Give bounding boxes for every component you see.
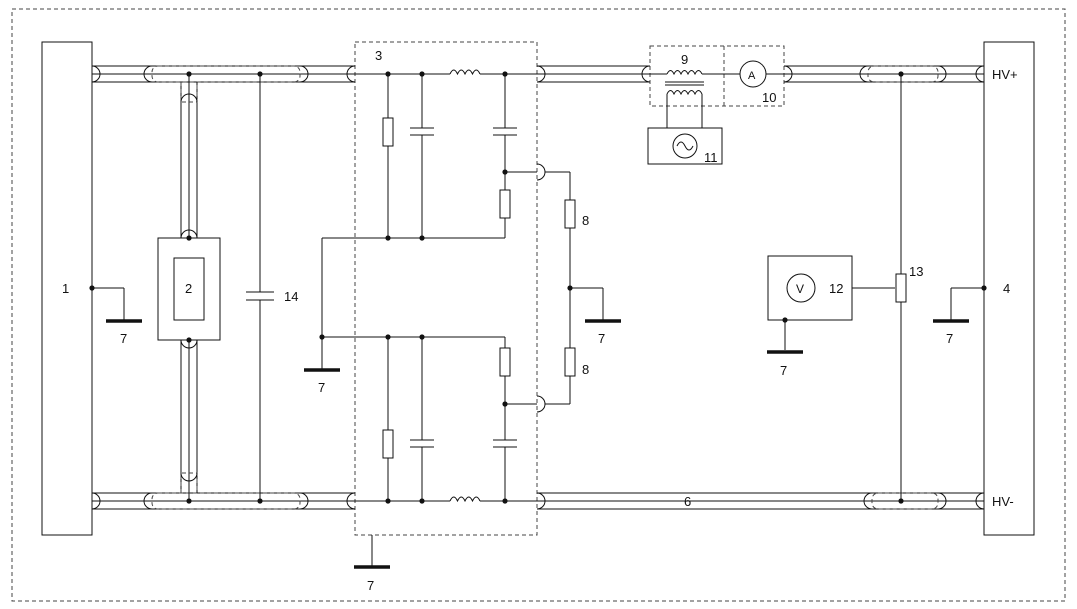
label-12: 12 xyxy=(829,281,843,296)
label-2: 2 xyxy=(185,281,192,296)
source-block xyxy=(41,41,93,536)
label-7-b: 7 xyxy=(318,380,325,395)
label-7-d: 7 xyxy=(780,363,787,378)
connectors xyxy=(91,65,985,510)
filter-enclosure xyxy=(354,41,538,536)
label-8-b: 8 xyxy=(582,362,589,377)
label-13: 13 xyxy=(909,264,923,279)
label-hv-plus: HV+ xyxy=(992,67,1018,82)
capacitor-14 xyxy=(246,71,274,504)
ammeter-symbol: A xyxy=(748,70,756,82)
label-1: 1 xyxy=(62,281,69,296)
outer-frame xyxy=(11,8,1066,602)
label-14: 14 xyxy=(284,289,298,304)
injection-transformer xyxy=(656,60,790,128)
label-7-f: 7 xyxy=(367,578,374,593)
label-7-c: 7 xyxy=(598,331,605,346)
label-7-a: 7 xyxy=(120,331,127,346)
labels: 1 2 3 4 6 7 7 7 7 7 7 8 8 9 10 11 12 13 … xyxy=(62,48,1018,593)
label-10: 10 xyxy=(762,90,776,105)
label-8-a: 8 xyxy=(582,213,589,228)
bottom-cable xyxy=(92,492,984,510)
device-2 xyxy=(157,71,221,504)
label-4: 4 xyxy=(1003,281,1010,296)
label-hv-minus: HV- xyxy=(992,494,1014,509)
label-9: 9 xyxy=(681,52,688,67)
ac-source-icon xyxy=(672,133,698,159)
resistors-8 xyxy=(545,171,604,405)
ground-symbols xyxy=(92,287,984,569)
voltmeter-symbol: V xyxy=(796,282,804,296)
label-11: 11 xyxy=(704,150,718,165)
label-7-e: 7 xyxy=(946,331,953,346)
label-6: 6 xyxy=(684,494,691,509)
injection-enclosure xyxy=(649,45,785,107)
filter-internals xyxy=(319,71,546,504)
voltmeter-divider xyxy=(767,71,907,504)
load-block xyxy=(983,41,1035,536)
top-cable xyxy=(92,65,984,83)
label-3: 3 xyxy=(375,48,382,63)
